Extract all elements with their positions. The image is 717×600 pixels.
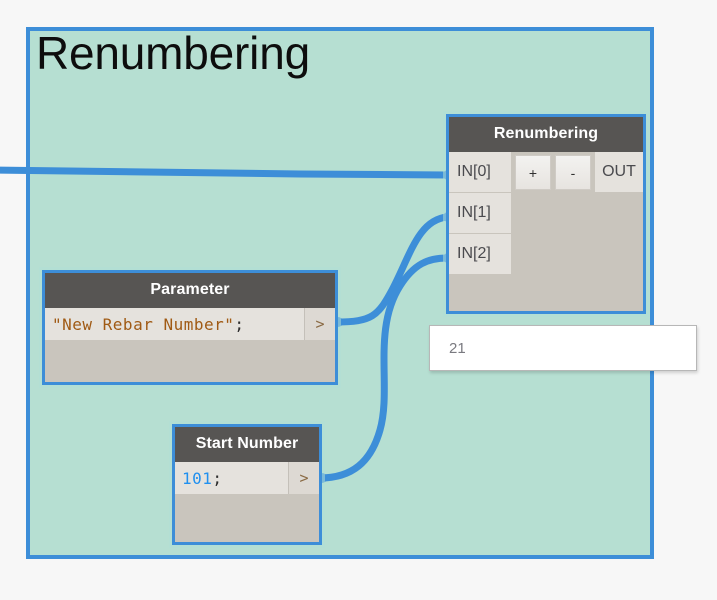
node-parameter-code-row: "New Rebar Number"; > xyxy=(45,308,335,340)
node-renumbering-row-2: IN[2] xyxy=(449,234,643,275)
node-start-number-title: Start Number xyxy=(175,427,319,462)
output-port-parameter[interactable]: > xyxy=(304,308,335,340)
remove-input-button[interactable]: - xyxy=(555,155,591,190)
node-renumbering[interactable]: Renumbering IN[0] + - OUT IN[1] IN[2] xyxy=(446,114,646,314)
node-parameter-body: "New Rebar Number"; > xyxy=(45,308,335,340)
output-port-start-number[interactable]: > xyxy=(288,462,319,494)
node-renumbering-row-1: IN[1] xyxy=(449,193,643,234)
input-port-in0[interactable]: IN[0] xyxy=(449,152,511,193)
node-start-number-body: 101; > xyxy=(175,462,319,494)
add-input-button[interactable]: + xyxy=(515,155,551,190)
node-renumbering-filler-1 xyxy=(511,193,643,234)
node-renumbering-row-0: IN[0] + - OUT xyxy=(449,152,643,193)
code-terminator: ; xyxy=(212,468,223,488)
code-terminator: ; xyxy=(234,314,245,334)
code-block-input-start-number[interactable]: 101; xyxy=(175,462,288,494)
group-title: Renumbering xyxy=(36,27,310,79)
node-renumbering-title: Renumbering xyxy=(449,117,643,152)
input-port-in2[interactable]: IN[2] xyxy=(449,234,511,275)
code-block-input-parameter[interactable]: "New Rebar Number"; xyxy=(45,308,304,340)
input-port-in1[interactable]: IN[1] xyxy=(449,193,511,234)
node-start-number-code-row: 101; > xyxy=(175,462,319,494)
node-parameter-title: Parameter xyxy=(45,273,335,308)
output-port-out[interactable]: OUT xyxy=(595,152,643,192)
preview-value: 21 xyxy=(449,340,466,357)
node-start-number[interactable]: Start Number 101; > xyxy=(172,424,322,545)
code-string-literal: "New Rebar Number" xyxy=(52,314,235,334)
preview-bubble[interactable]: 21 xyxy=(429,325,697,371)
node-renumbering-filler-2 xyxy=(511,234,643,275)
node-parameter[interactable]: Parameter "New Rebar Number"; > xyxy=(42,270,338,385)
code-number-literal: 101 xyxy=(182,468,213,488)
node-renumbering-body: IN[0] + - OUT IN[1] IN[2] xyxy=(449,152,643,275)
